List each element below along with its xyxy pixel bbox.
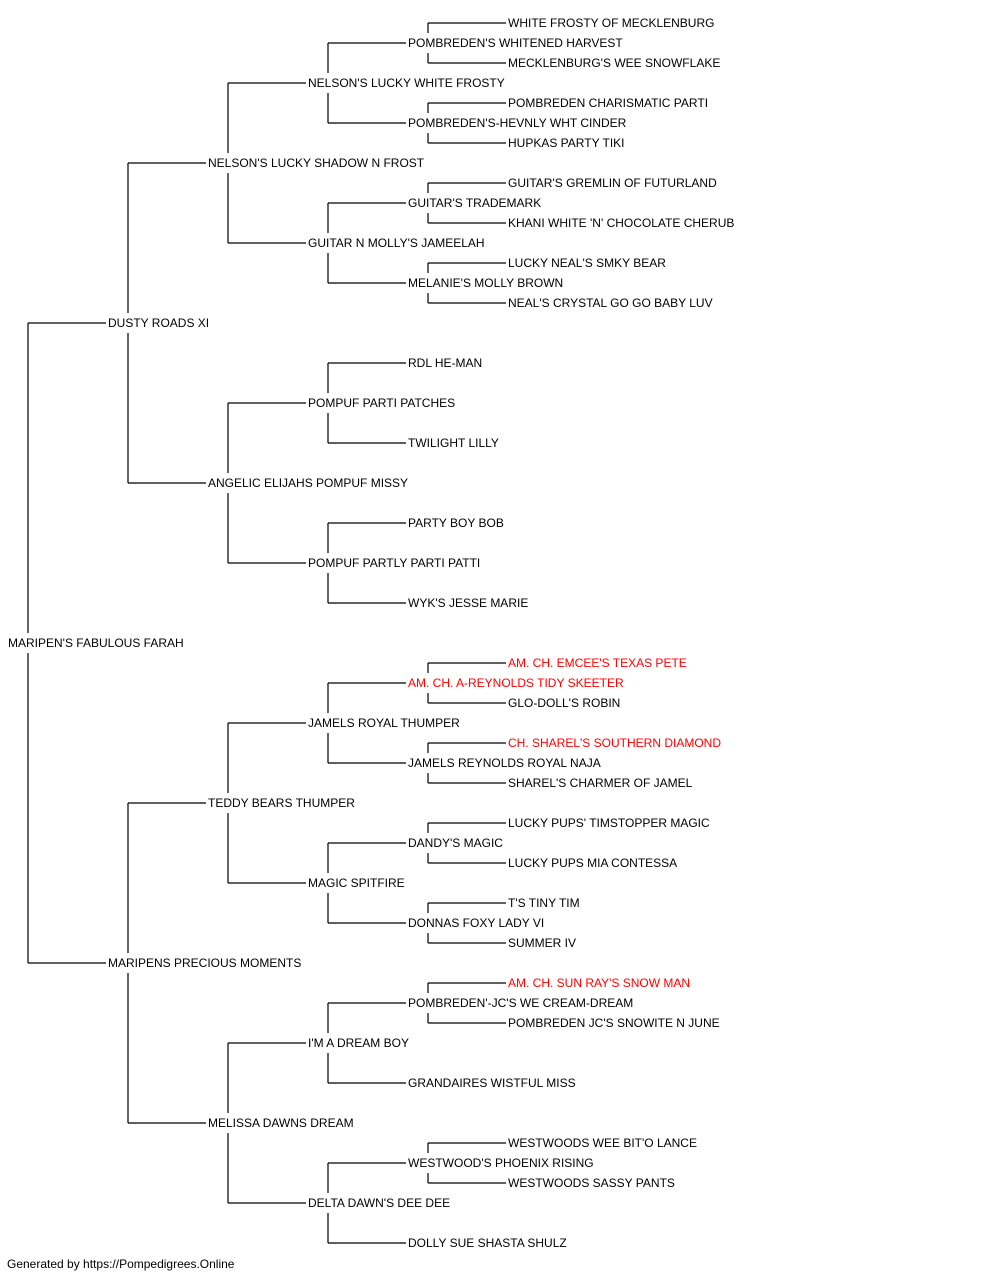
- pedigree-name: T'S TINY TIM: [507, 896, 581, 910]
- pedigree-name: POMBREDEN'S WHITENED HARVEST: [407, 36, 624, 50]
- pedigree-name: MAGIC SPITFIRE: [307, 876, 406, 890]
- pedigree-name: LUCKY NEAL'S SMKY BEAR: [507, 256, 667, 270]
- pedigree-name: SUMMER IV: [507, 936, 578, 950]
- pedigree-name: DOLLY SUE SHASTA SHULZ: [407, 1236, 568, 1250]
- pedigree-name: LUCKY PUPS' TIMSTOPPER MAGIC: [507, 816, 711, 830]
- pedigree-name: WYK'S JESSE MARIE: [407, 596, 530, 610]
- pedigree-name: LUCKY PUPS MIA CONTESSA: [507, 856, 679, 870]
- pedigree-name: POMBREDEN JC'S SNOWITE N JUNE: [507, 1016, 721, 1030]
- pedigree-name: GUITAR'S TRADEMARK: [407, 196, 543, 210]
- pedigree-name: GRANDAIRES WISTFUL MISS: [407, 1076, 577, 1090]
- pedigree-name: AM. CH. EMCEE'S TEXAS PETE: [507, 656, 688, 670]
- pedigree-name: DELTA DAWN'S DEE DEE: [307, 1196, 452, 1210]
- pedigree-name: TEDDY BEARS THUMPER: [207, 796, 356, 810]
- pedigree-name: JAMELS REYNOLDS ROYAL NAJA: [407, 756, 602, 770]
- pedigree-name: AM. CH. A-REYNOLDS TIDY SKEETER: [407, 676, 625, 690]
- pedigree-name: PARTY BOY BOB: [407, 516, 505, 530]
- pedigree-name: POMBREDEN'-JC'S WE CREAM-DREAM: [407, 996, 635, 1010]
- pedigree-name: SHAREL'S CHARMER OF JAMEL: [507, 776, 694, 790]
- pedigree-name: NELSON'S LUCKY SHADOW N FROST: [207, 156, 426, 170]
- pedigree-name: RDL HE-MAN: [407, 356, 484, 370]
- pedigree-name: TWILIGHT LILLY: [407, 436, 500, 450]
- pedigree-name: CH. SHAREL'S SOUTHERN DIAMOND: [507, 736, 722, 750]
- pedigree-name: WESTWOODS SASSY PANTS: [507, 1176, 676, 1190]
- pedigree-name: WESTWOODS WEE BIT'O LANCE: [507, 1136, 698, 1150]
- pedigree-name: JAMELS ROYAL THUMPER: [307, 716, 461, 730]
- pedigree-name: WHITE FROSTY OF MECKLENBURG: [507, 16, 716, 30]
- pedigree-name: NELSON'S LUCKY WHITE FROSTY: [307, 76, 506, 90]
- pedigree-name: KHANI WHITE 'N' CHOCOLATE CHERUB: [507, 216, 736, 230]
- pedigree-name: DUSTY ROADS XI: [107, 316, 211, 330]
- pedigree-name: GUITAR N MOLLY'S JAMEELAH: [307, 236, 486, 250]
- pedigree-name: MARIPEN'S FABULOUS FARAH: [7, 636, 185, 650]
- pedigree-name: MELANIE'S MOLLY BROWN: [407, 276, 565, 290]
- pedigree-name: DANDY'S MAGIC: [407, 836, 504, 850]
- pedigree-name: I'M A DREAM BOY: [307, 1036, 410, 1050]
- pedigree-name: MELISSA DAWNS DREAM: [207, 1116, 355, 1130]
- pedigree-name: POMPUF PARTI PATCHES: [307, 396, 457, 410]
- pedigree-name: ANGELIC ELIJAHS POMPUF MISSY: [207, 476, 410, 490]
- pedigree-name: GLO-DOLL'S ROBIN: [507, 696, 622, 710]
- pedigree-name: POMBREDEN CHARISMATIC PARTI: [507, 96, 710, 110]
- pedigree-name: WESTWOOD'S PHOENIX RISING: [407, 1156, 595, 1170]
- pedigree-name: NEAL'S CRYSTAL GO GO BABY LUV: [507, 296, 714, 310]
- pedigree-name: GUITAR'S GREMLIN OF FUTURLAND: [507, 176, 718, 190]
- pedigree-name: POMPUF PARTLY PARTI PATTI: [307, 556, 482, 570]
- pedigree-name: MECKLENBURG'S WEE SNOWFLAKE: [507, 56, 722, 70]
- footer-credit: Generated by https://Pompedigrees.Online: [7, 1257, 235, 1271]
- pedigree-name: AM. CH. SUN RAY'S SNOW MAN: [507, 976, 692, 990]
- pedigree-name: DONNAS FOXY LADY VI: [407, 916, 546, 930]
- pedigree-name: MARIPENS PRECIOUS MOMENTS: [107, 956, 303, 970]
- pedigree-name: POMBREDEN'S-HEVNLY WHT CINDER: [407, 116, 628, 130]
- pedigree-name: HUPKAS PARTY TIKI: [507, 136, 626, 150]
